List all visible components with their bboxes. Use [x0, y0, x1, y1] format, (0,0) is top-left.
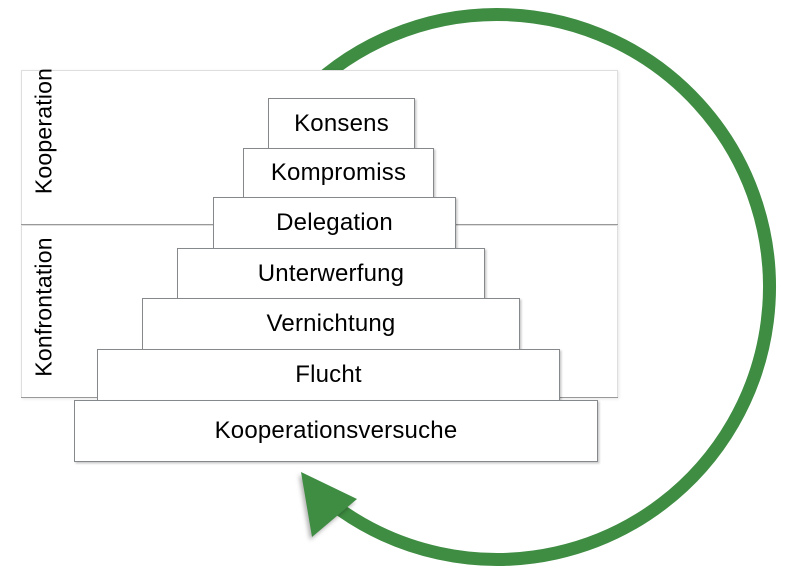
pyramid-level-kooperationsversuche: Kooperationsversuche [74, 400, 598, 462]
pyramid-level-konsens: Konsens [268, 98, 415, 149]
pyramid-level-vernichtung: Vernichtung [142, 298, 520, 350]
pyramid-level-unterwerfung: Unterwerfung [177, 248, 485, 299]
band-label-kooperation: Kooperation [30, 67, 57, 195]
pyramid-level-flucht: Flucht [97, 349, 560, 401]
circular-arrow-arc [234, 8, 776, 566]
band-label-konfrontation: Konfrontation [30, 237, 57, 377]
pyramid-level-kompromiss: Kompromiss [243, 148, 434, 198]
circular-arrow-head-icon [301, 472, 357, 537]
pyramid-level-delegation: Delegation [213, 197, 456, 249]
